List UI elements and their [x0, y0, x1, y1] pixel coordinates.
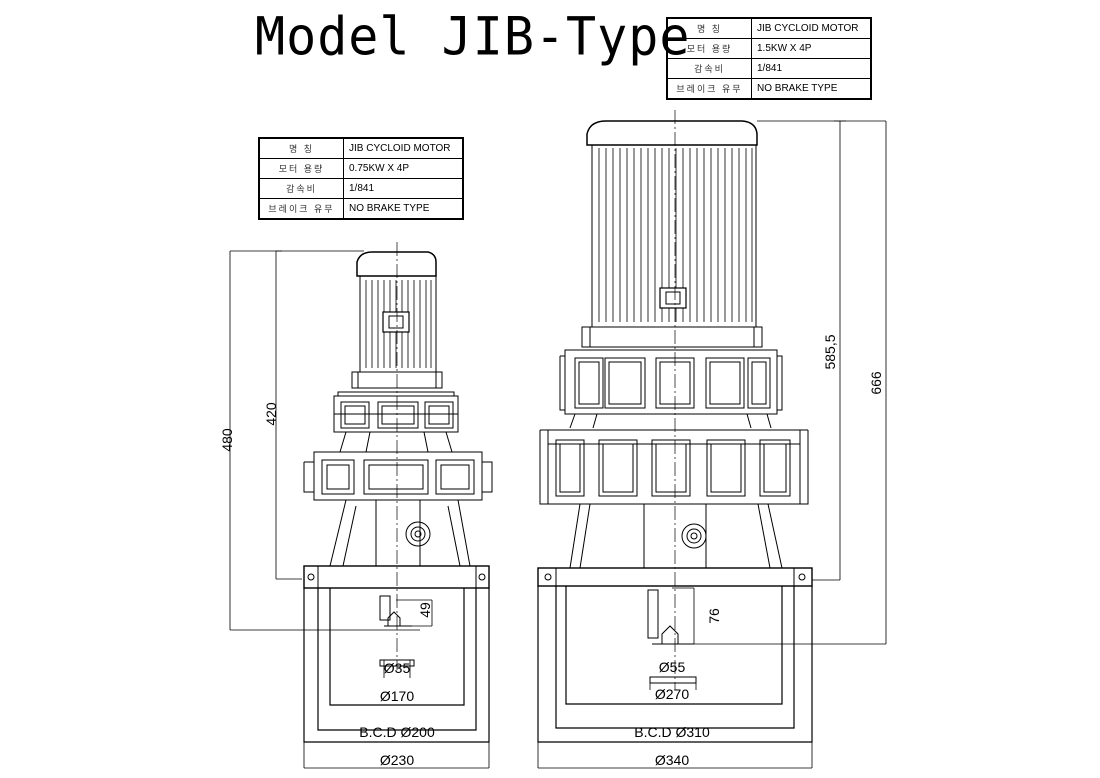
left-dim-shaft-len: 49: [417, 602, 433, 618]
left-dim-height: 420: [263, 402, 279, 426]
right-dim-spigot: Ø270: [655, 686, 689, 702]
right-dim-flange: Ø340: [655, 752, 689, 768]
right-lower-stage: [547, 429, 801, 505]
right-dim-bcd: B.C.D Ø310: [634, 724, 710, 740]
left-dim-overall: 480: [219, 428, 235, 452]
right-motor-cover: [586, 120, 758, 146]
right-motor-fins: [598, 148, 753, 322]
left-dim-flange: Ø230: [380, 752, 414, 768]
right-dim-overall: 666: [868, 371, 884, 395]
right-upper-stage: [564, 349, 778, 415]
left-base-flange: [303, 565, 490, 589]
spec-value: NO BRAKE TYPE: [751, 78, 872, 100]
right-gear-motor: [537, 110, 813, 743]
spec-key: 브레이크 유무: [258, 198, 344, 220]
left-lower-stage: [313, 451, 483, 501]
right-motor-flange: [581, 326, 763, 348]
left-dim-spigot: Ø170: [380, 688, 414, 704]
left-oil-plug: [405, 521, 431, 547]
right-dim-height: 585,5: [822, 334, 838, 369]
left-gear-motor: [303, 242, 493, 743]
spec-value: 1/841: [343, 178, 464, 199]
left-dim-shaft-dia: Ø35: [384, 660, 411, 676]
spec-value: NO BRAKE TYPE: [343, 198, 464, 220]
left-motor-cover: [356, 251, 437, 277]
left-dim-bcd: B.C.D Ø200: [359, 724, 435, 740]
right-oil-plug: [681, 523, 707, 549]
right-housing: [569, 503, 783, 569]
spec-value: 1/841: [751, 58, 872, 79]
left-terminal-box: [382, 311, 410, 333]
left-dimensions: [229, 250, 490, 769]
drawing-title: Model JIB-Type: [255, 6, 691, 67]
right-terminal-box: [659, 287, 687, 309]
left-housing: [329, 499, 471, 567]
right-dimensions: [537, 120, 887, 769]
spec-key: 감속비: [258, 178, 344, 199]
right-dim-shaft-dia: Ø55: [659, 659, 686, 675]
right-dim-shaft-len: 76: [706, 608, 722, 624]
